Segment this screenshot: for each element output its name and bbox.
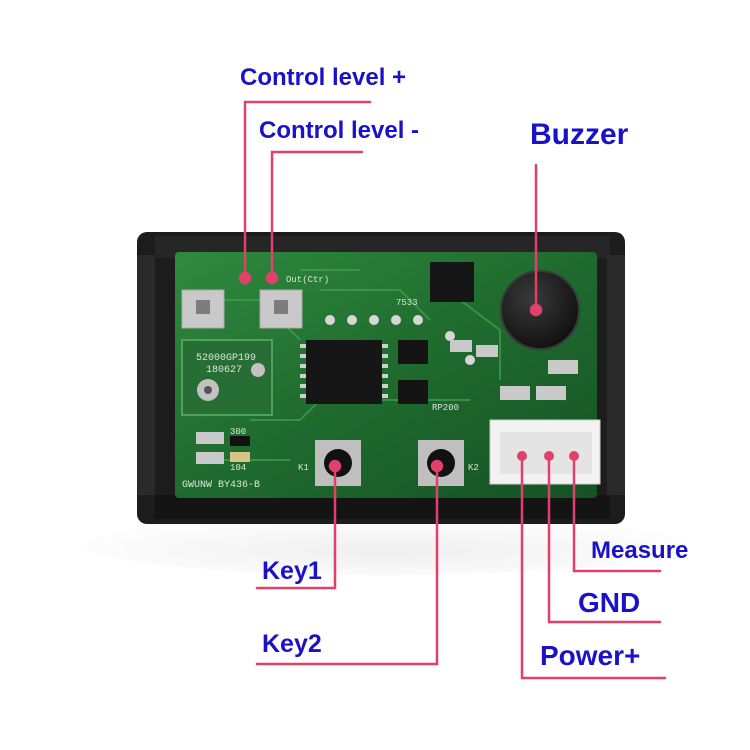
leader-control-minus [270, 150, 364, 280]
svg-text:Out(Ctr): Out(Ctr) [286, 275, 329, 285]
svg-text:52000GP199: 52000GP199 [196, 353, 256, 364]
label-key2: Key2 [262, 630, 322, 658]
svg-text:K1: K1 [298, 463, 309, 473]
leader-power [520, 454, 667, 680]
leader-control-plus [243, 100, 372, 280]
label-buzzer: Buzzer [530, 118, 629, 151]
svg-text:300: 300 [230, 427, 246, 437]
label-gnd: GND [578, 587, 641, 618]
leader-key2 [255, 464, 439, 666]
floor-reflection [85, 515, 685, 575]
main-ic [306, 340, 382, 404]
label-key1: Key1 [262, 557, 322, 585]
svg-text:GWUNW BY436-B: GWUNW BY436-B [182, 480, 260, 491]
leader-key1 [255, 464, 337, 590]
svg-text:180627: 180627 [206, 365, 242, 376]
label-control-level-minus: Control level - [259, 117, 420, 144]
label-control-level-plus: Control level + [240, 64, 407, 91]
svg-text:RP200: RP200 [432, 403, 459, 413]
svg-text:104: 104 [230, 463, 246, 473]
svg-text:K2: K2 [468, 463, 479, 473]
leader-gnd [547, 454, 662, 624]
leader-measure [572, 454, 662, 573]
label-power-plus: Power+ [540, 640, 641, 671]
svg-text:7533: 7533 [396, 298, 418, 308]
label-measure: Measure [591, 537, 689, 564]
